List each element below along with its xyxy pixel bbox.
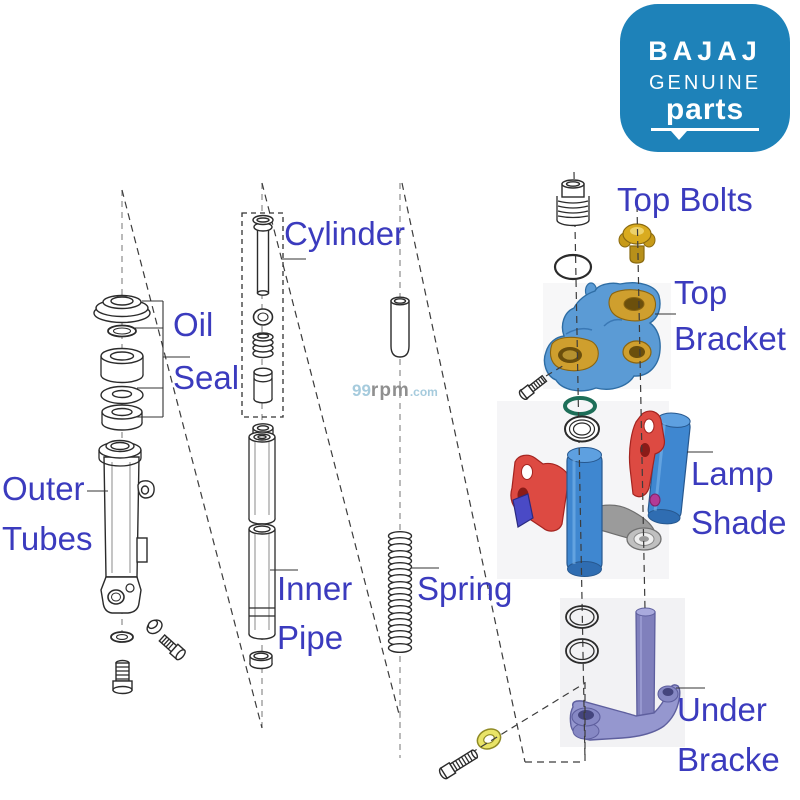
steering-stem [635, 611, 656, 721]
piston-ring [252, 308, 274, 326]
label-cylinder: Cylinder [284, 209, 405, 259]
label-oil-seal: Oil Seal [173, 298, 239, 404]
top-bracket-part [543, 282, 661, 392]
logo-genuine-text: GENUINE [648, 72, 762, 94]
guide-bush [249, 650, 273, 670]
drain-bolt-angled [158, 634, 186, 661]
label-spring-text: Spring [417, 570, 513, 607]
side-lug [136, 537, 148, 563]
oil-seal-part [100, 347, 144, 384]
watermark-part2: rpm [370, 380, 410, 401]
axle-nut [146, 619, 163, 635]
label-top-bracket: Top Bracket [674, 270, 786, 362]
cylinder-group-box [241, 212, 284, 418]
label-top-bracket-line2: Bracket [674, 320, 786, 357]
label-inner-pipe-line1: Inner [277, 570, 353, 607]
watermark-part1: 99 [352, 381, 371, 400]
label-oil-seal-line1: Oil [173, 306, 214, 343]
label-under-bracket-line1: Under [677, 691, 767, 728]
label-oil-seal-line2: Seal [173, 359, 240, 396]
damper-rod [252, 214, 274, 296]
o-ring-lower [565, 638, 599, 664]
bottom-bolt-vertical [112, 659, 133, 695]
lamp-shade-assembly [510, 410, 691, 577]
axle-washer [110, 631, 134, 643]
label-outer-tubes-line1: Outer [2, 470, 85, 507]
fork-spring-drawing [387, 531, 413, 654]
stem-washer-yellow [476, 728, 502, 750]
label-lamp-shade-line2: Shade [691, 504, 787, 541]
watermark-part3: .com [409, 385, 438, 399]
piston-piece [253, 367, 273, 404]
magenta-clip [649, 493, 661, 507]
green-o-ring [563, 396, 597, 416]
bracket-shading [565, 318, 623, 335]
dust-seal-cap [93, 294, 151, 324]
logo-parts-text: parts [665, 93, 745, 126]
bump-stopper-tube [390, 296, 410, 358]
label-top-bolts: Top Bolts [617, 175, 753, 225]
indigo-clip [512, 493, 534, 528]
bracket-hole-right [629, 346, 645, 358]
inner-pipe-lower [248, 523, 276, 640]
stem-bolt [438, 749, 479, 780]
headlamp-bracket-right [628, 410, 666, 498]
lamp-shade-left [566, 447, 603, 577]
cone-race-ring [564, 415, 600, 443]
outer-tube-drawing [98, 439, 155, 614]
top-cap-threaded [556, 179, 590, 227]
label-lamp-shade: Lamp Shade [691, 449, 786, 547]
o-ring-top [553, 253, 593, 281]
label-top-bolts-text: Top Bolts [617, 181, 753, 218]
label-outer-tubes: Outer Tubes [2, 464, 93, 564]
leader-lines [87, 258, 713, 689]
top-bolt-gold [618, 223, 656, 264]
seal-washer [100, 385, 144, 405]
inner-pipe-upper [248, 431, 276, 525]
bracket-bolt [518, 374, 548, 401]
bajaj-genuine-parts-logo: BAJAJ GENUINE parts [620, 4, 790, 152]
label-top-bracket-line1: Top [674, 274, 728, 311]
bracket-hole-top [623, 297, 645, 311]
bracket-hole-left-inner [562, 350, 578, 360]
label-under-bracket: Under Bracke [677, 685, 780, 785]
label-inner-pipe: Inner Pipe [277, 564, 352, 662]
label-spring: Spring [417, 564, 512, 614]
label-lamp-shade-line1: Lamp [691, 455, 774, 492]
seal-spacer [101, 404, 143, 431]
logo-brand-text: BAJAJ [648, 36, 762, 66]
circlip [107, 324, 137, 338]
logo-arrow-icon [671, 130, 687, 140]
logo-underline [651, 127, 759, 140]
watermark-99rpm: 99rpm.com [352, 380, 438, 402]
label-cylinder-text: Cylinder [284, 215, 406, 252]
label-outer-tubes-line2: Tubes [2, 520, 93, 557]
rebound-spring [252, 332, 274, 359]
label-inner-pipe-line2: Pipe [277, 619, 344, 656]
bearing-race [626, 527, 662, 551]
label-under-bracket-line2: Bracke [677, 741, 780, 778]
o-ring-upper [565, 605, 599, 629]
under-bracket-part [569, 607, 681, 741]
